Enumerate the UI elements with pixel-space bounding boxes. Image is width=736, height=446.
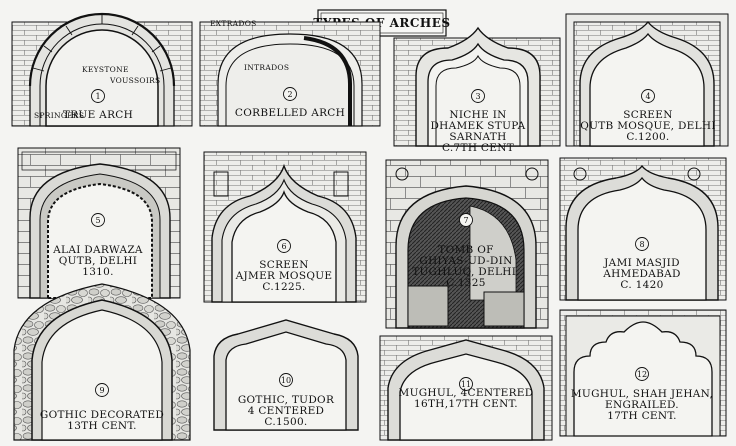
arch-label-line: GOTHIC DECORATED xyxy=(40,409,164,421)
arch-number: 2 xyxy=(287,90,292,99)
arch-label-line: 17TH CENT. xyxy=(607,410,677,422)
arch-number: 6 xyxy=(281,242,286,251)
arch-number-badge xyxy=(459,213,473,227)
arch-number-badge xyxy=(283,87,297,101)
arch-label-line: SCREEN xyxy=(259,259,308,271)
arch-label-line: AHMEDABAD xyxy=(602,268,681,280)
arch-number: 11 xyxy=(461,380,471,389)
arch-label-line: MUGHUL, SHAH JEHAN, xyxy=(571,388,713,400)
arch-label-line: AJMER MOSQUE xyxy=(235,270,333,282)
arch-label-line: JAMI MASJID xyxy=(603,257,680,269)
arch-label-line: CORBELLED ARCH xyxy=(235,107,345,119)
arch-number: 3 xyxy=(475,92,480,101)
arch-label-line: 1310. xyxy=(82,266,114,278)
arch-label-line: NICHE IN xyxy=(449,109,506,121)
arch-7-tomb-ghiyas-ud-din-tughluq xyxy=(385,159,549,329)
arch-number: 5 xyxy=(95,216,100,225)
arch-9-gothic-decorated xyxy=(13,283,191,441)
arch-label-line: QUTB, DELHI xyxy=(59,255,138,267)
arch-number-badge xyxy=(459,377,473,391)
arch-number-badge xyxy=(95,383,109,397)
arch-2-corbelled-arch xyxy=(199,21,381,127)
arch-label-line: MUGHUL, 4CENTERED xyxy=(399,387,534,399)
annotation-voussoirs: VOUSSOIRS xyxy=(109,76,161,85)
arch-number-badge xyxy=(471,89,485,103)
arch-label-line: SCREEN xyxy=(623,109,672,121)
arch-label-line: TRUE ARCH xyxy=(63,109,133,121)
arch-number: 8 xyxy=(639,240,644,249)
arch-1-true-arch xyxy=(11,12,193,127)
arch-label-line: TOMB OF xyxy=(438,244,493,256)
arch-label-line: C.7TH CENT xyxy=(442,142,514,154)
arch-number-badge xyxy=(91,89,105,103)
arch-number: 7 xyxy=(463,216,468,225)
arch-number-badge xyxy=(641,89,655,103)
arch-label-line: GOTHIC, TUDOR xyxy=(238,394,335,406)
arch-8-jami-masjid-ahmedabad xyxy=(559,157,727,301)
arch-label-line: QUTB MOSQUE, DELHI xyxy=(580,120,716,132)
arch-label-line: 16TH,17TH CENT. xyxy=(414,398,518,410)
arch-label-line: 4 CENTERED xyxy=(248,405,325,417)
arch-label-line: C.1225. xyxy=(262,281,305,293)
arch-number: 4 xyxy=(645,92,650,101)
arch-label-line: 13TH CENT. xyxy=(67,420,137,432)
arch-number-badge xyxy=(635,237,649,251)
arch-label-line: ALAI DARWAZA xyxy=(52,244,143,256)
arch-number-badge xyxy=(279,373,293,387)
arch-number: 9 xyxy=(99,386,104,395)
arch-number: 12 xyxy=(637,370,647,379)
annotation-extrados: EXTRADOS xyxy=(210,19,257,28)
arch-label-line: DHAMEK STUPA xyxy=(430,120,525,132)
arch-label-line: C. 1420 xyxy=(620,279,663,291)
arch-4-screen-qutb-mosque xyxy=(565,13,729,147)
arch-label-line: C.1500. xyxy=(264,416,307,428)
arch-label-line: TUGHLUQ, DELHI. xyxy=(412,266,520,278)
arch-number: 10 xyxy=(281,376,291,385)
arch-number-badge xyxy=(91,213,105,227)
arch-label-line: GHIYAS-UD-DIN xyxy=(419,255,512,267)
arch-label-line: C.1200. xyxy=(626,131,669,143)
arch-label-line: SARNATH xyxy=(449,131,506,143)
arch-number: 1 xyxy=(95,92,100,101)
annotation-intrados: INTRADOS xyxy=(244,63,289,72)
annotation-springers: SPRINGERS xyxy=(34,111,84,120)
arch-label-line: ENGRAILED. xyxy=(605,399,679,411)
annotation-keystone: KEYSTONE xyxy=(82,65,129,74)
arch-label-line: C.1325 xyxy=(446,277,486,289)
arch-number-badge xyxy=(635,367,649,381)
arch-number-badge xyxy=(277,239,291,253)
